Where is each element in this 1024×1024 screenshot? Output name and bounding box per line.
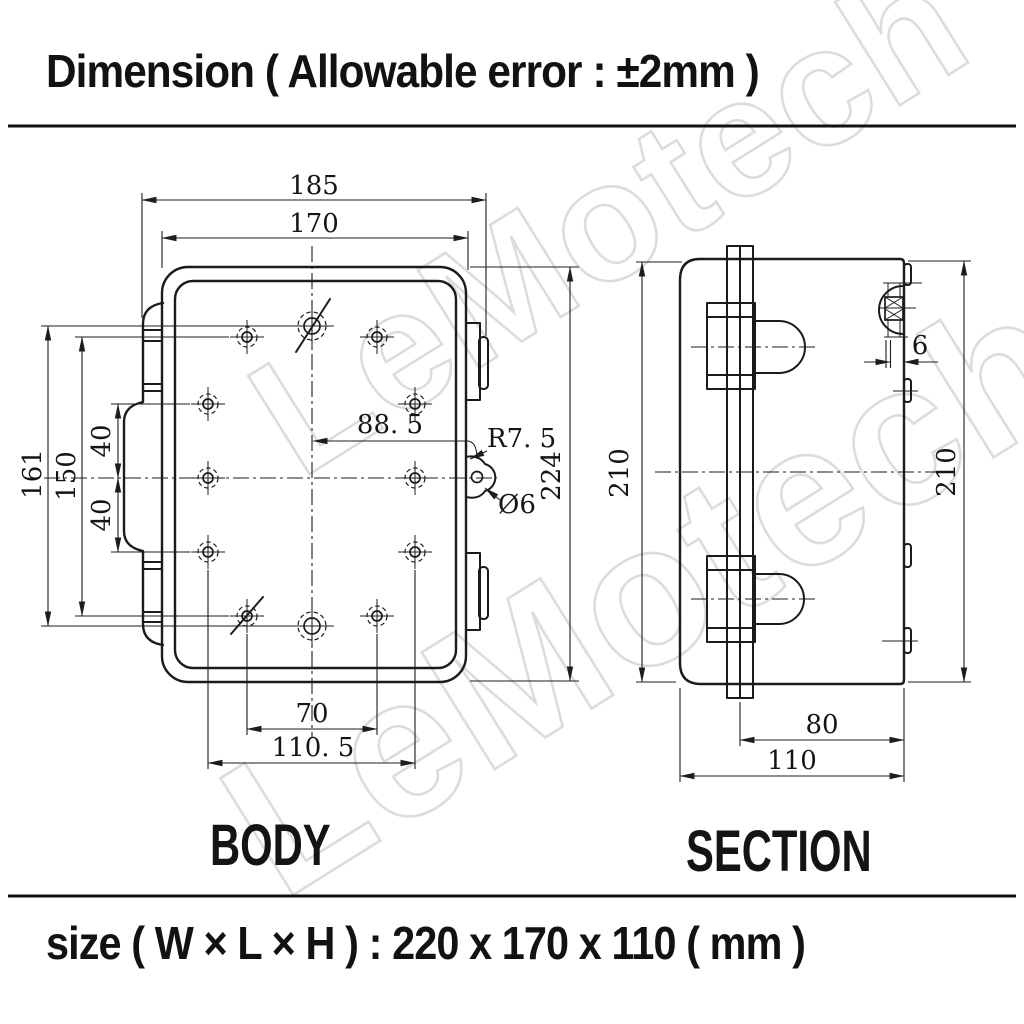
body-view-drawing: 185 170 161 150 40 40 xyxy=(18,171,579,769)
dim-170-label: 170 xyxy=(289,209,339,239)
dim-161-label: 161 xyxy=(18,449,48,499)
dim-40-lower-label: 40 xyxy=(87,498,117,531)
dim-110-5: 110. 5 xyxy=(207,570,416,769)
mount-hole xyxy=(360,320,394,354)
section-view-label: SECTION xyxy=(686,819,872,884)
dim-185-label: 185 xyxy=(289,171,339,201)
body-inner-outline xyxy=(173,279,458,670)
dim-88-5: 88. 5 xyxy=(312,410,478,460)
screw-ear-detail xyxy=(878,282,922,338)
dim-210-right: 210 xyxy=(908,260,971,683)
mount-hole xyxy=(398,387,432,421)
dim-161: 161 xyxy=(18,325,296,627)
dim-210-left: 210 xyxy=(605,261,682,683)
dim-40-upper: 40 xyxy=(87,403,190,479)
dim-210-right-label: 210 xyxy=(932,447,962,497)
dim-150-label: 150 xyxy=(52,451,82,501)
edge-bosses xyxy=(882,263,918,654)
hinge-knuckle-top xyxy=(691,302,819,390)
center-hole-top-slashed xyxy=(290,298,334,353)
latch-bottom xyxy=(465,552,489,631)
body-view-label: BODY xyxy=(210,813,331,878)
hinge-gap-ticks xyxy=(143,329,163,623)
mount-ear-hole xyxy=(470,470,484,484)
hinge-knuckle-bottom xyxy=(691,555,819,643)
hinge-flange xyxy=(122,301,165,647)
mount-hole xyxy=(398,535,432,569)
dim-110-5-label: 110. 5 xyxy=(272,733,355,763)
dim-70: 70 xyxy=(246,634,378,735)
dim-185: 185 xyxy=(141,171,487,336)
mount-ear xyxy=(465,455,497,499)
dim-110: 110 xyxy=(679,688,905,782)
page-title: Dimension ( Allowable error : ±2mm ) xyxy=(46,45,760,97)
dim-d6-label: Ø6 xyxy=(498,490,536,520)
size-summary: size ( W × L × H ) : 220 x 170 x 110 ( m… xyxy=(46,917,806,969)
dim-40-lower: 40 xyxy=(87,477,190,553)
dim-r7-5: R7. 5 xyxy=(469,424,556,460)
dim-88-5-label: 88. 5 xyxy=(357,410,423,440)
dim-40-upper-label: 40 xyxy=(87,424,117,457)
center-hole-bottom xyxy=(290,604,334,648)
mount-hole xyxy=(191,535,225,569)
body-outline xyxy=(160,265,468,684)
dim-6: 6 xyxy=(864,331,938,368)
dim-224-label: 224 xyxy=(537,451,567,501)
dim-70-label: 70 xyxy=(295,699,328,729)
dim-6-label: 6 xyxy=(912,331,929,361)
dim-224: 224 xyxy=(470,266,579,682)
dim-80: 80 xyxy=(739,688,905,782)
mount-hole-slashed xyxy=(230,596,264,635)
section-view-drawing: 6 210 210 80 110 xyxy=(605,245,971,782)
dim-d6: Ø6 xyxy=(484,487,536,520)
dim-r7-5-label: R7. 5 xyxy=(487,424,556,454)
dim-150: 150 xyxy=(52,336,229,617)
section-outline xyxy=(678,257,906,686)
dim-170: 170 xyxy=(161,209,469,270)
latch-top xyxy=(465,322,489,401)
mount-hole xyxy=(360,599,394,633)
mount-hole xyxy=(191,387,225,421)
dim-110-label: 110 xyxy=(767,746,817,776)
mount-hole xyxy=(191,461,225,495)
mount-hole xyxy=(398,461,432,495)
dim-210-left-label: 210 xyxy=(605,448,635,498)
dim-80-label: 80 xyxy=(805,710,838,740)
